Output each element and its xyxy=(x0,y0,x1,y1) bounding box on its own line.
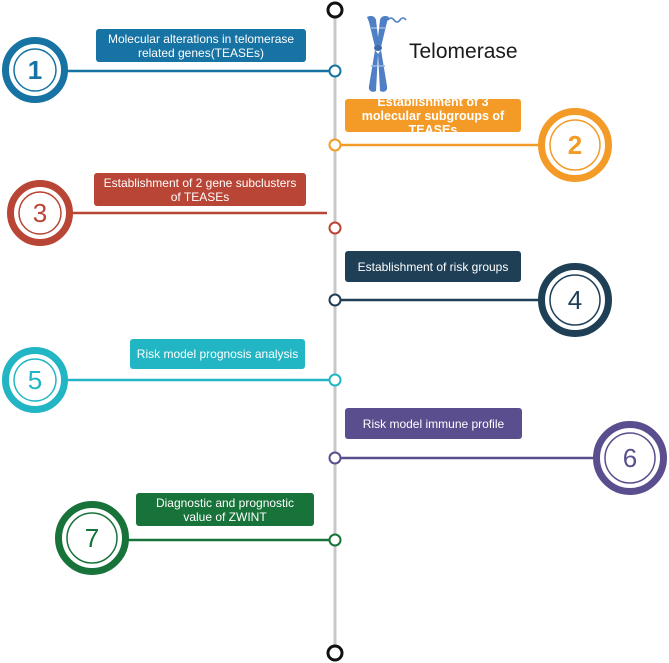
step-3-inner-ring xyxy=(18,191,62,235)
step-6-number: 6 xyxy=(623,443,637,473)
timeline-start-node xyxy=(326,1,344,19)
step-7-label: Diagnostic and prognostic value of ZWINT xyxy=(136,493,314,526)
step-7-axis-node xyxy=(328,533,342,547)
step-2-inner-ring xyxy=(549,119,601,171)
step-4-badge: 4 xyxy=(538,263,612,337)
step-7-inner-ring xyxy=(66,512,118,564)
step-2-number: 2 xyxy=(568,130,582,160)
step-2-axis-node xyxy=(328,138,342,152)
step-5-inner-ring xyxy=(13,358,57,402)
step-5-badge: 5 xyxy=(2,347,68,413)
step-7-number: 7 xyxy=(85,523,99,553)
step-1-inner-ring xyxy=(13,48,57,92)
step-1-axis-node xyxy=(328,64,342,78)
step-4-outer-ring xyxy=(538,263,612,337)
step-6-axis-node xyxy=(328,451,342,465)
timeline-end-node xyxy=(326,644,344,662)
step-2-badge: 2 xyxy=(538,108,612,182)
step-5-label: Risk model prognosis analysis xyxy=(130,339,305,369)
step-2-outer-ring xyxy=(538,108,612,182)
step-7-badge: 7 xyxy=(55,501,129,575)
step-6-inner-ring xyxy=(604,432,656,484)
step-6-badge: 6 xyxy=(593,421,667,495)
step-5-axis-node xyxy=(328,373,342,387)
step-4-inner-ring xyxy=(549,274,601,326)
step-7-outer-ring xyxy=(55,501,129,575)
chromosome-icon xyxy=(367,16,407,92)
step-3-badge: 3 xyxy=(7,180,73,246)
step-4-number: 4 xyxy=(568,285,582,315)
step-1-number: 1 xyxy=(28,55,42,85)
step-3-number: 3 xyxy=(33,198,47,228)
step-1-badge: 1 xyxy=(2,37,68,103)
step-5-number: 5 xyxy=(28,365,42,395)
step-3-label: Establishment of 2 gene subclusters of T… xyxy=(94,173,306,206)
diagram-title: Telomerase xyxy=(409,40,518,63)
step-4-label: Establishment of risk groups xyxy=(345,251,521,282)
step-6-outer-ring xyxy=(593,421,667,495)
step-2-label: Establishment of 3 molecular subgroups o… xyxy=(345,95,521,137)
step-4-axis-node xyxy=(328,293,342,307)
step-3-axis-node xyxy=(328,221,342,235)
step-1-label: Molecular alterations in telomerase rela… xyxy=(96,29,306,62)
step-6-label: Risk model immune profile xyxy=(345,408,522,439)
